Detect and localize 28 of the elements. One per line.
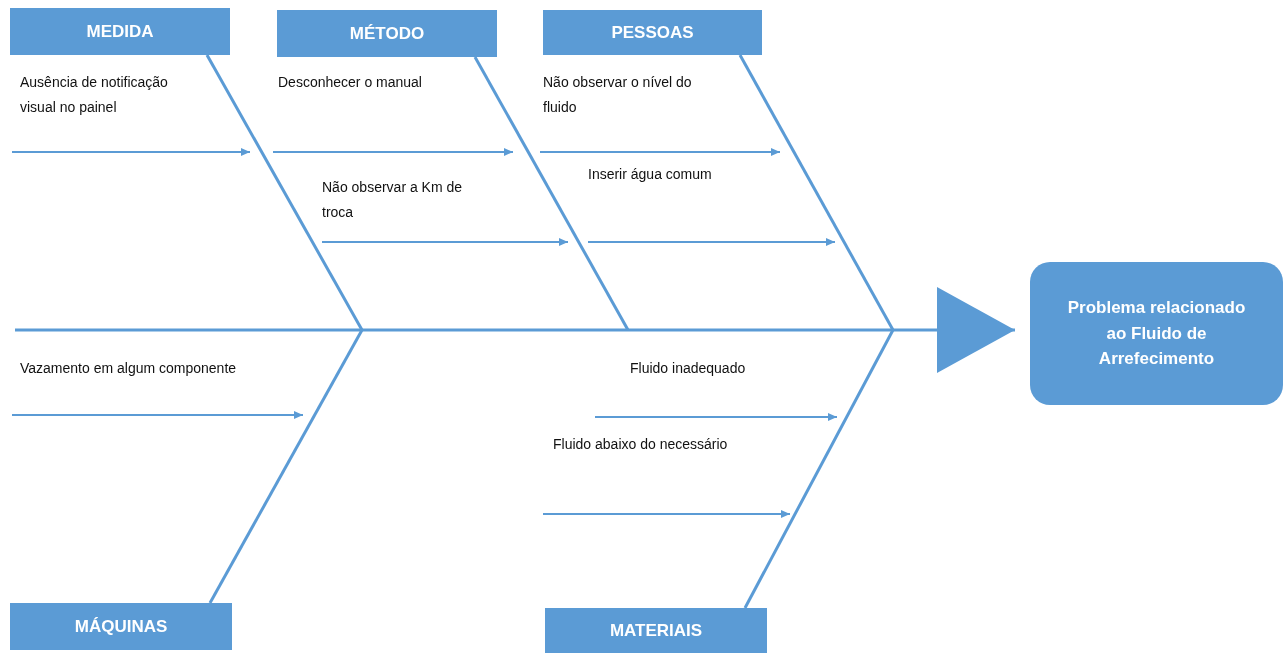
cause-text: Não observar a Km de troca — [322, 178, 464, 222]
category-box: PESSOAS — [543, 10, 762, 55]
cause-arrow — [321, 238, 569, 246]
cause-text: Fluido inadequado — [630, 359, 747, 378]
cause-text: Vazamento em algum componente — [20, 359, 238, 378]
category-box: MÁQUINAS — [10, 603, 232, 650]
bone-line — [473, 56, 630, 331]
cause-arrow — [594, 413, 838, 421]
cause-arrow — [272, 148, 514, 156]
category-box: MATERIAIS — [545, 608, 767, 653]
cause-text: Desconhecer o manual — [278, 73, 423, 92]
bone-line — [205, 54, 364, 331]
category-box: MÉTODO — [277, 10, 497, 57]
cause-arrow — [11, 148, 251, 156]
bone-line — [208, 329, 364, 604]
cause-arrow — [587, 238, 836, 246]
cause-text: Não observar o nível do fluido — [543, 73, 693, 117]
cause-arrow — [539, 148, 781, 156]
cause-text: Fluido abaixo do necessário — [553, 435, 729, 454]
problem-box: Problema relacionado ao Fluido de Arrefecimento — [1030, 262, 1283, 405]
category-box: MEDIDA — [10, 8, 230, 55]
cause-arrow — [542, 510, 791, 518]
cause-arrow — [11, 411, 304, 419]
cause-text: Inserir água comum — [588, 165, 713, 184]
bone-line — [738, 54, 895, 331]
cause-text: Ausência de notificação visual no painel — [20, 73, 169, 117]
bone-line — [743, 329, 895, 609]
spine-arrow — [15, 287, 1015, 373]
